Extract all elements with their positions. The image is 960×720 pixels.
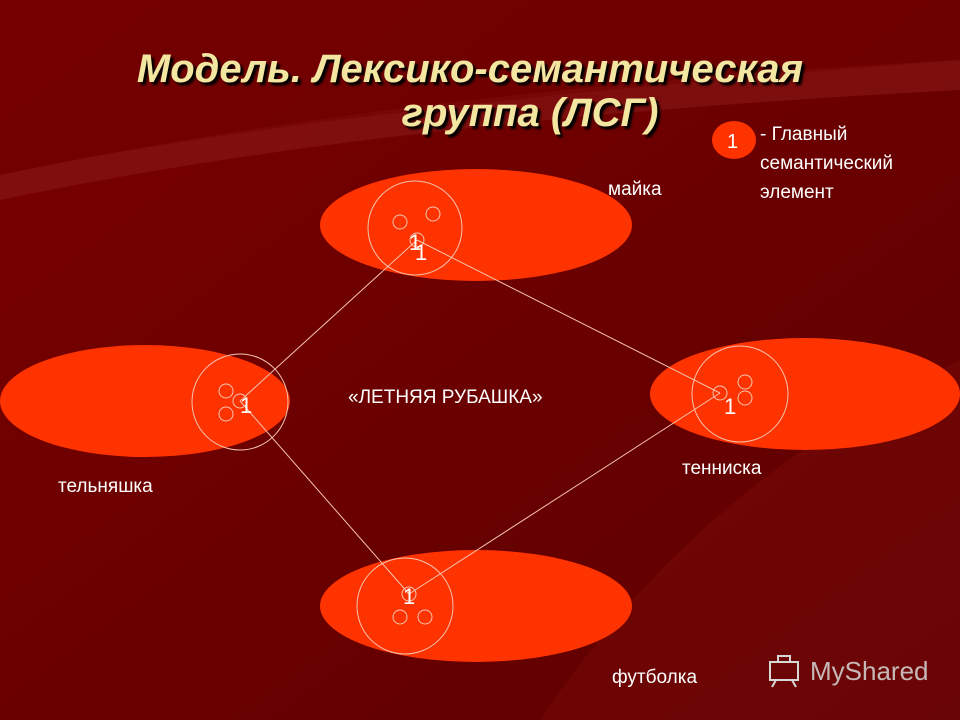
label-right: тенниска bbox=[682, 458, 762, 479]
legend-marker: 1 bbox=[727, 131, 738, 153]
legend-text: - Главный семантический элемент bbox=[760, 120, 950, 207]
connector-lines bbox=[239, 239, 721, 595]
seme-circle bbox=[401, 586, 417, 602]
ellipse-bottom bbox=[320, 550, 632, 662]
seme-circles bbox=[218, 206, 753, 625]
marker-top-duplicate: 1 bbox=[415, 240, 427, 265]
myshared-logo-icon bbox=[769, 655, 799, 688]
ellipse-top bbox=[320, 169, 632, 281]
connector-top-left bbox=[239, 239, 418, 402]
marker-bottom: 1 bbox=[403, 584, 415, 609]
marker-top: 1 bbox=[409, 230, 421, 255]
legend-description: - Главный семантический элемент bbox=[760, 124, 894, 203]
seme-circle bbox=[392, 214, 408, 230]
seme-circle bbox=[232, 393, 248, 409]
label-left: тельняшка bbox=[58, 476, 153, 497]
seme-circle bbox=[712, 385, 728, 401]
seme-circle bbox=[425, 206, 441, 222]
ellipse-left bbox=[0, 345, 290, 457]
connector-top-right bbox=[416, 239, 721, 394]
seme-circle bbox=[409, 232, 425, 248]
seme-circle bbox=[737, 390, 753, 406]
node-circle-right bbox=[691, 345, 789, 443]
title-line-1: Модель. Лексико-семантическая bbox=[136, 47, 804, 91]
seme-circle bbox=[218, 383, 234, 399]
watermark: MyShared bbox=[810, 656, 929, 686]
label-top: майка bbox=[608, 179, 662, 200]
marker-right: 1 bbox=[724, 394, 736, 419]
node-circle-top bbox=[367, 180, 463, 276]
seme-circle bbox=[392, 609, 408, 625]
seme-circle bbox=[417, 609, 433, 625]
center-label: «ЛЕТНЯЯ РУБАШКА» bbox=[348, 387, 543, 408]
legend-marker-circle bbox=[712, 121, 756, 159]
connector-left-bottom bbox=[239, 400, 410, 595]
node-circle-bottom bbox=[356, 557, 454, 655]
ellipse-right bbox=[650, 338, 960, 450]
label-bottom: футболка bbox=[612, 667, 697, 688]
node-circle-left bbox=[191, 353, 289, 451]
connector-right-bottom bbox=[408, 392, 721, 595]
marker-left: 1 bbox=[240, 393, 252, 418]
seme-circle bbox=[218, 406, 234, 422]
seme-circle bbox=[737, 374, 753, 390]
title-line-2: группа (ЛСГ) bbox=[401, 91, 659, 135]
